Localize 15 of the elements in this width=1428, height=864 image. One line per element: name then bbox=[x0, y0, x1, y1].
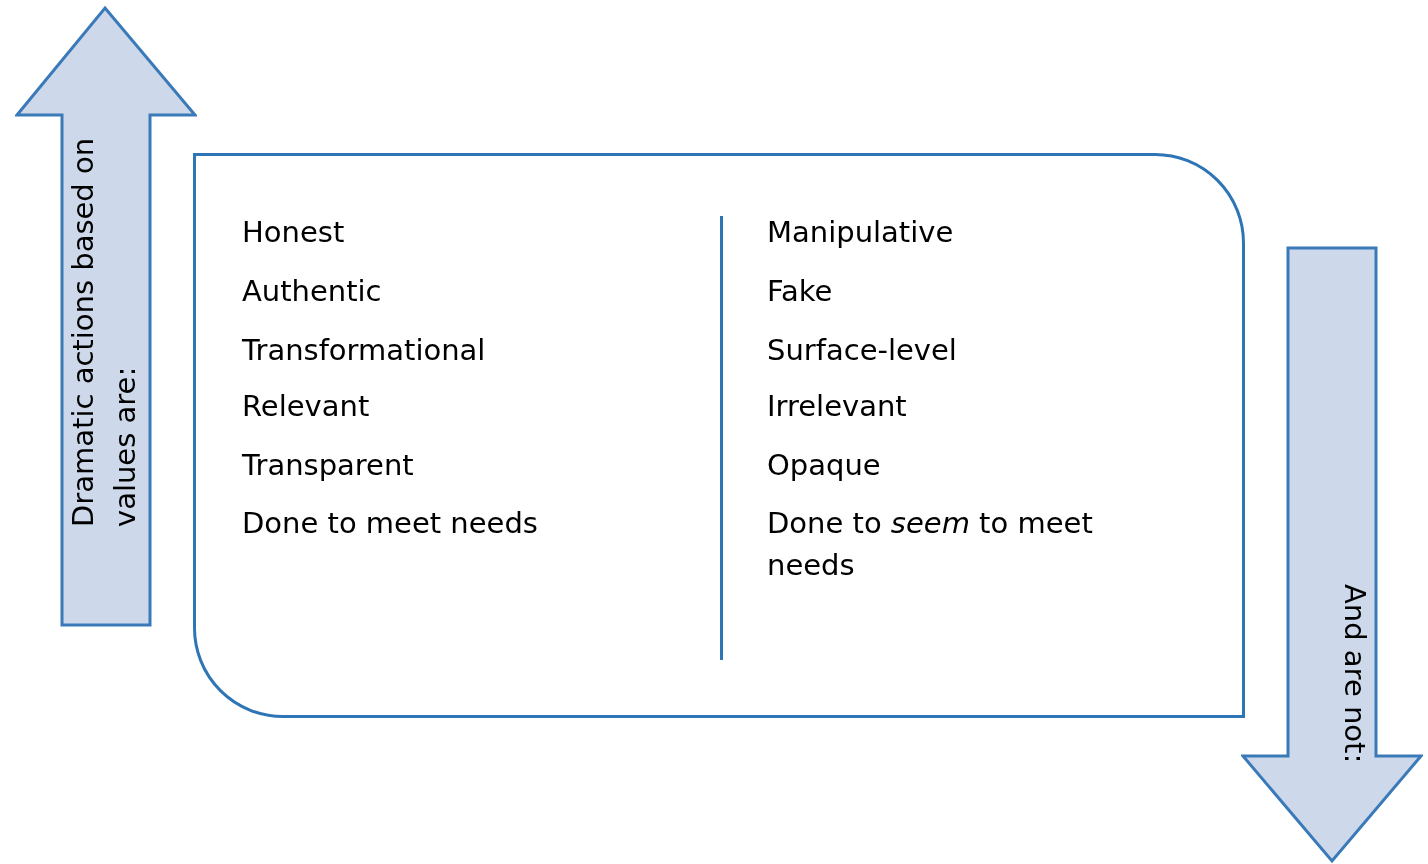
list-item: Transparent bbox=[242, 447, 414, 484]
list-item: Irrelevant bbox=[767, 388, 907, 425]
list-item: Honest bbox=[242, 214, 345, 251]
arrow-label: Dramatic actions based on values are: bbox=[65, 136, 143, 527]
list-item: Authentic bbox=[242, 273, 382, 310]
list-item: Transformational bbox=[242, 332, 486, 369]
rounded-panel bbox=[193, 153, 1245, 718]
list-item: Opaque bbox=[767, 447, 881, 484]
arrow-label: And are not: bbox=[1337, 584, 1373, 766]
list-item: Relevant bbox=[242, 388, 370, 425]
list-item: Surface-level bbox=[767, 332, 957, 369]
list-item: Done to meet needs bbox=[242, 505, 538, 542]
list-item: Manipulative bbox=[767, 214, 954, 251]
list-item: Done to seem to meet needs bbox=[767, 505, 1094, 584]
list-item: Fake bbox=[767, 273, 833, 310]
